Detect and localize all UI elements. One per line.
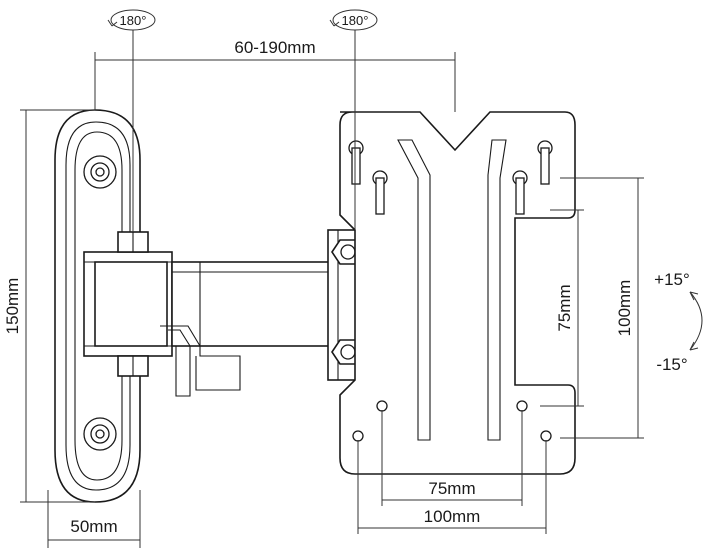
tilt-down-label: -15° [656, 355, 687, 374]
vesa-plate [339, 111, 576, 475]
vesa-75-h-label: 75mm [428, 479, 475, 498]
vesa-100-h-label: 100mm [424, 507, 481, 526]
right-swivel-indicator: 180° [329, 9, 378, 230]
tilt-indicator: +15° -15° [654, 270, 703, 374]
plate-width-dimension: 50mm [47, 490, 141, 548]
plate-height-dimension: 150mm [3, 109, 95, 503]
arm-reach-dimension: 60-190mm [94, 38, 456, 112]
vesa-75-vertical-dimension: 75mm [540, 209, 584, 407]
vesa-100-horizontal-dimension: 100mm [357, 440, 547, 534]
plate-width-label: 50mm [70, 517, 117, 536]
left-swivel-label: 180° [120, 13, 147, 28]
plate-height-label: 150mm [3, 278, 22, 335]
left-swivel-indicator: 180° [107, 9, 156, 232]
vesa-100-vertical-dimension: 100mm [560, 177, 644, 439]
vesa-75-v-label: 75mm [555, 284, 574, 331]
arm-reach-label: 60-190mm [234, 38, 315, 57]
vesa-75-horizontal-dimension: 75mm [381, 410, 523, 506]
tilt-up-label: +15° [654, 270, 690, 289]
right-swivel-label: 180° [342, 13, 369, 28]
swivel-arm [83, 229, 389, 397]
vesa-100-v-label: 100mm [615, 280, 634, 337]
